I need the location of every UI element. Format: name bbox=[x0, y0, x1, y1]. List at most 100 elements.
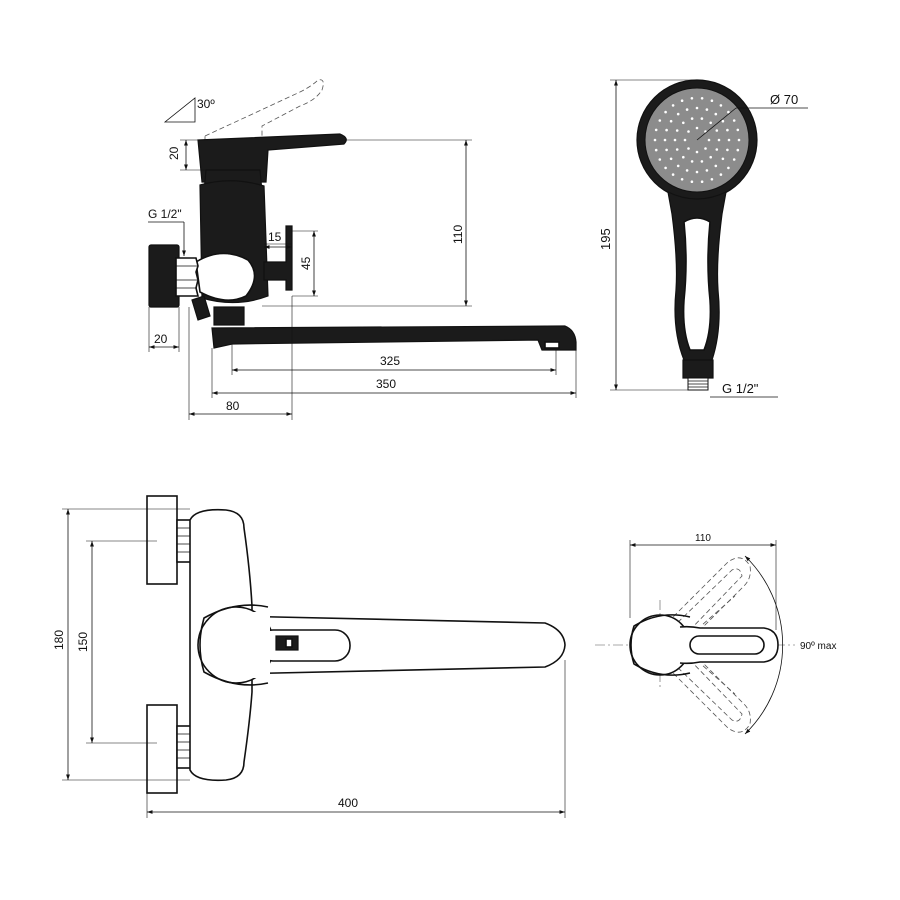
nozzle-dot bbox=[690, 117, 694, 120]
nozzle-dot bbox=[695, 150, 699, 154]
nozzle-dot bbox=[709, 155, 712, 159]
lever-swivel-view: 110 90º max bbox=[595, 533, 836, 735]
nozzle-dot bbox=[736, 128, 740, 132]
nozzle-dot bbox=[682, 155, 685, 159]
nozzle-dot bbox=[719, 173, 723, 176]
nozzle-dot bbox=[727, 138, 731, 142]
nozzle-dot bbox=[719, 104, 723, 107]
dim-outlet-height-label: 45 bbox=[299, 256, 313, 270]
nozzle-dot bbox=[685, 169, 689, 172]
swivel-lever-slot bbox=[689, 635, 765, 655]
angle-triangle bbox=[163, 97, 196, 123]
dim-spout-325-label: 325 bbox=[380, 354, 400, 368]
nozzle-dot bbox=[671, 104, 675, 107]
nozzle-dot bbox=[687, 147, 690, 150]
nozzle-dot bbox=[717, 138, 721, 142]
nozzle-dot bbox=[690, 180, 694, 183]
nozzle-dot bbox=[653, 138, 657, 142]
shower-handle-inset bbox=[682, 217, 712, 351]
nozzle-dot bbox=[700, 180, 704, 183]
nozzle-dot bbox=[687, 130, 690, 133]
nozzle-dot bbox=[675, 129, 679, 132]
nozzle-dot bbox=[680, 99, 684, 102]
nozzle-dot bbox=[705, 169, 709, 172]
shower-outlet bbox=[263, 225, 293, 291]
nozzle-dot bbox=[732, 158, 736, 161]
nozzle-dot bbox=[669, 119, 673, 123]
nozzle-dot bbox=[727, 166, 730, 170]
spout-aerator bbox=[544, 341, 560, 349]
nozzle-pattern bbox=[653, 97, 741, 183]
nozzle-dot bbox=[671, 173, 675, 176]
nozzle-dot bbox=[682, 121, 685, 125]
nozzle-dot bbox=[710, 178, 714, 181]
nozzle-dot bbox=[705, 108, 709, 111]
dim-wall-depth-label: 20 bbox=[154, 332, 168, 346]
nozzle-dot bbox=[721, 119, 725, 123]
dim-handle-sweep-label: 110 bbox=[695, 533, 711, 544]
nozzle-dot bbox=[690, 160, 694, 163]
flange-top bbox=[146, 495, 178, 585]
nozzle-dot bbox=[737, 138, 741, 142]
nozzle-dot bbox=[676, 112, 680, 116]
nozzle-dot bbox=[726, 128, 729, 132]
nozzle-dot bbox=[709, 121, 712, 125]
dim-spout-height-label: 110 bbox=[451, 225, 465, 244]
nozzle-dot bbox=[710, 99, 714, 102]
nozzle-dot bbox=[700, 97, 704, 100]
nozzle-dot bbox=[664, 166, 667, 170]
nozzle-dot bbox=[732, 119, 736, 122]
dim-spout-350-label: 350 bbox=[376, 377, 396, 391]
nozzle-dot bbox=[665, 148, 668, 152]
nozzle-dot bbox=[721, 157, 725, 161]
diverter-valve bbox=[191, 295, 211, 321]
thread-mixer-label: G 1/2" bbox=[148, 207, 182, 221]
swivel-arc bbox=[744, 555, 784, 735]
dim-connector-spacing-label: 150 bbox=[76, 632, 90, 652]
nozzle-dot bbox=[714, 112, 718, 116]
nozzle-dot bbox=[658, 119, 662, 122]
nozzle-dot bbox=[727, 110, 730, 114]
hand-shower-view: Ø 70 195 G 1/2" bbox=[598, 79, 808, 398]
nozzle-dot bbox=[658, 158, 662, 161]
nozzle-dot bbox=[676, 164, 680, 168]
dim-front-height-label: 180 bbox=[52, 630, 66, 650]
swivel-label: 90º max bbox=[800, 641, 836, 652]
nozzle-dot bbox=[714, 164, 718, 168]
spout bbox=[211, 325, 577, 351]
nozzle-dot bbox=[700, 117, 704, 120]
front-lever-mark bbox=[285, 638, 293, 648]
nozzle-dot bbox=[663, 138, 667, 142]
shower-collar bbox=[682, 359, 714, 379]
nozzle-dot bbox=[695, 106, 699, 110]
nozzle-dot bbox=[707, 138, 711, 142]
nozzle-dot bbox=[690, 97, 694, 100]
nozzle-dot bbox=[695, 170, 699, 174]
body-cutout bbox=[195, 252, 256, 301]
nozzle-dot bbox=[654, 148, 658, 152]
hex-nut bbox=[175, 257, 200, 297]
flange-bottom bbox=[146, 704, 178, 794]
dim-head-diameter-leader bbox=[696, 107, 737, 141]
lever-raised-ghost bbox=[204, 79, 324, 161]
nozzle-dot bbox=[685, 108, 689, 111]
front-lever-slot bbox=[257, 629, 351, 662]
dim-outlet-width-label: 15 bbox=[268, 230, 282, 244]
nozzle-dot bbox=[736, 148, 740, 152]
dim-head-diameter-label: Ø 70 bbox=[770, 92, 798, 107]
wall-flange bbox=[148, 244, 180, 308]
nozzle-dot bbox=[695, 126, 699, 130]
spout-collar bbox=[213, 306, 245, 326]
dim-handle-height-label: 20 bbox=[167, 146, 181, 160]
nozzle-dot bbox=[715, 148, 719, 151]
side-view: 30º 20 110 G 1/2" 15 45 20 bbox=[148, 79, 577, 420]
nozzle-dot bbox=[665, 128, 668, 132]
dim-body-80-label: 80 bbox=[226, 399, 240, 413]
nozzle-dot bbox=[675, 148, 679, 151]
nozzle-dot bbox=[683, 138, 687, 142]
nozzle-dot bbox=[700, 160, 704, 163]
shower-thread bbox=[687, 377, 709, 391]
nozzle-dot bbox=[680, 178, 684, 181]
